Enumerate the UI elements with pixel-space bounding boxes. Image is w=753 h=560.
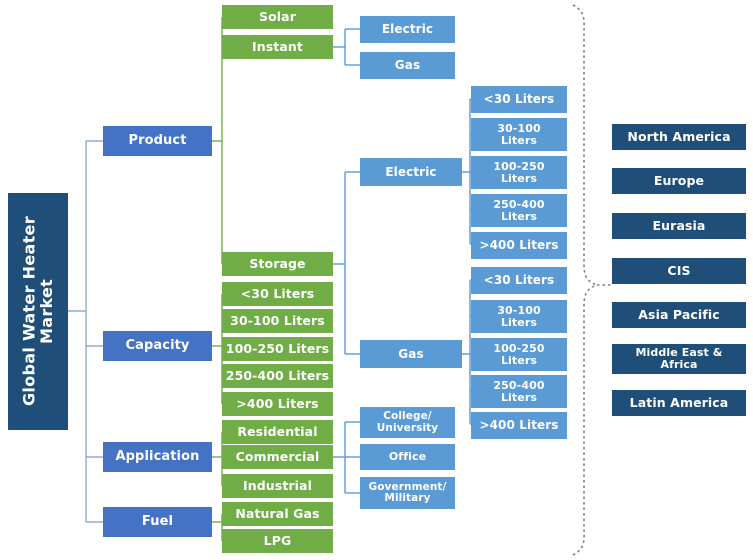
application-item-industrial[interactable]: Industrial [222, 474, 333, 498]
fuel-item-lpg[interactable]: LPG [222, 529, 333, 553]
commercial-item-college-university[interactable]: College/ University [360, 407, 455, 438]
category-capacity[interactable]: Capacity [103, 331, 212, 361]
category-fuel[interactable]: Fuel [103, 507, 212, 537]
root-node[interactable]: Global Water Heater Market [8, 193, 68, 430]
region-europe[interactable]: Europe [612, 168, 746, 194]
application-item-commercial[interactable]: Commercial [222, 445, 333, 469]
region-latin-america[interactable]: Latin America [612, 390, 746, 416]
commercial-item-office[interactable]: Office [360, 444, 455, 470]
region-middle-east-africa[interactable]: Middle East & Africa [612, 344, 746, 374]
capacity-item-0[interactable]: <30 Liters [222, 282, 333, 306]
capacity-item-2[interactable]: 100-250 Liters [222, 337, 333, 361]
storage-gas-capacity-2[interactable]: 100-250 Liters [471, 338, 567, 371]
capacity-item-4[interactable]: >400 Liters [222, 392, 333, 416]
storage-electric-capacity-2[interactable]: 100-250 Liters [471, 156, 567, 189]
storage-fuel-gas[interactable]: Gas [360, 340, 462, 368]
fuel-item-natural-gas[interactable]: Natural Gas [222, 502, 333, 526]
product-type-storage[interactable]: Storage [222, 252, 333, 276]
storage-gas-capacity-0[interactable]: <30 Liters [471, 267, 567, 294]
region-north-america[interactable]: North America [612, 124, 746, 150]
category-product[interactable]: Product [103, 126, 212, 156]
storage-electric-capacity-0[interactable]: <30 Liters [471, 86, 567, 113]
capacity-item-1[interactable]: 30-100 Liters [222, 309, 333, 333]
storage-electric-capacity-4[interactable]: >400 Liters [471, 232, 567, 259]
storage-gas-capacity-1[interactable]: 30-100 Liters [471, 300, 567, 333]
instant-fuel-gas[interactable]: Gas [360, 52, 455, 79]
instant-fuel-electric[interactable]: Electric [360, 16, 455, 43]
storage-gas-capacity-3[interactable]: 250-400 Liters [471, 375, 567, 408]
capacity-item-3[interactable]: 250-400 Liters [222, 364, 333, 388]
region-asia-pacific[interactable]: Asia Pacific [612, 302, 746, 328]
region-cis[interactable]: CIS [612, 258, 746, 284]
product-type-solar[interactable]: Solar [222, 5, 333, 29]
storage-electric-capacity-1[interactable]: 30-100 Liters [471, 118, 567, 151]
product-type-instant[interactable]: Instant [222, 35, 333, 59]
region-eurasia[interactable]: Eurasia [612, 213, 746, 239]
application-item-residential[interactable]: Residential [222, 420, 333, 444]
commercial-item-government-military[interactable]: Government/ Military [360, 477, 455, 509]
storage-electric-capacity-3[interactable]: 250-400 Liters [471, 194, 567, 227]
storage-fuel-electric[interactable]: Electric [360, 158, 462, 186]
category-application[interactable]: Application [103, 442, 212, 472]
storage-gas-capacity-4[interactable]: >400 Liters [471, 412, 567, 439]
